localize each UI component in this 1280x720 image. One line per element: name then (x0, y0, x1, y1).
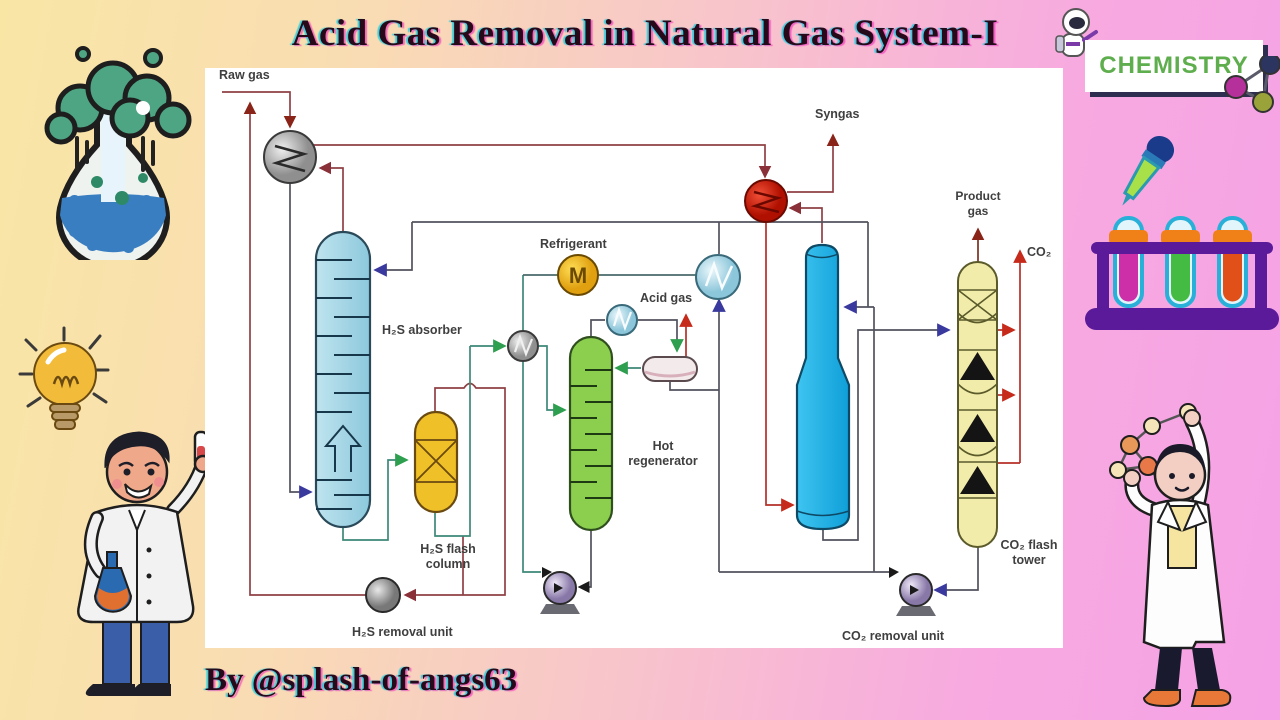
label-acid-gas: Acid gas (640, 291, 693, 305)
packing-triangle-2 (960, 414, 995, 442)
flask-illustration (44, 46, 192, 260)
h2s-pump-line (522, 361, 541, 573)
co2-absorber-column (795, 243, 851, 531)
refrigerant-motor: M (557, 254, 599, 296)
tower-bottoms-line (933, 547, 979, 597)
label-h2s-absorber: H₂S absorber (382, 323, 462, 337)
molecule-icon (1224, 56, 1280, 113)
regenerator-bottoms-line (577, 530, 592, 593)
feed-gas-exchanger (263, 130, 317, 184)
label-product-gas: Product gas (955, 189, 1001, 218)
pump1-arrowhead (542, 567, 552, 578)
label-raw-gas: Raw gas (219, 68, 270, 82)
h2s-removal-sphere (365, 577, 401, 613)
absorber-bottoms-line (342, 453, 409, 541)
test-tubes-illustration (1085, 135, 1279, 330)
credit-text: By @splash-of-angs63 (205, 662, 518, 698)
lean-solvent-cooler (695, 254, 741, 300)
co2-flash-tower-vessel (957, 261, 998, 548)
lightbulb-illustration (18, 326, 110, 430)
regenerator-pump (540, 571, 580, 614)
syngas-heater (744, 179, 788, 223)
label-co2-flash-tower: CO₂ flash tower (1000, 538, 1058, 567)
hot-regenerator-column (568, 335, 614, 532)
flow-lines (222, 91, 1027, 602)
lean-to-absorber-line (373, 222, 413, 277)
co2-removal-pump (896, 573, 936, 616)
pump2-arrowhead (889, 567, 899, 578)
scientist-molecule-illustration (1109, 403, 1232, 708)
motor-symbol: M (569, 263, 587, 288)
label-refrigerant: Refrigerant (540, 237, 607, 251)
flow-diagram: M (222, 91, 1027, 616)
regenerator-overhead-line (590, 319, 605, 337)
label-co2: CO₂ (1027, 245, 1052, 259)
h2s-absorber-column (314, 230, 372, 529)
flash-bottoms-line (434, 346, 471, 537)
heater-return-line (765, 222, 795, 512)
cross-exchanger (507, 330, 539, 362)
label-h2s-flash-column: H₂S flash column (420, 542, 476, 571)
blue-column-overhead-line (788, 201, 823, 243)
label-co2-removal-unit: CO₂ removal unit (842, 629, 945, 643)
recycle-line (243, 101, 366, 596)
overhead-condenser (606, 304, 638, 336)
packing-triangle-1 (960, 352, 995, 380)
exchanger-to-heater-line (311, 144, 772, 179)
label-syngas: Syngas (815, 107, 860, 121)
absorber-overhead-line (318, 161, 344, 232)
page-title: Acid Gas Removal in Natural Gas System-I (291, 13, 999, 54)
label-h2s-removal-unit: H₂S removal unit (352, 625, 453, 639)
scientist-boy-illustration (77, 430, 213, 696)
label-hot-regenerator: Hot regenerator (628, 439, 698, 468)
drum-bottoms-line (669, 381, 719, 391)
cross-exchanger-out (539, 345, 567, 417)
reflux-drum-shade (644, 370, 696, 378)
condenser-to-drum-line (638, 319, 684, 353)
astronaut-icon (1055, 8, 1098, 57)
feed-to-absorber-line (289, 183, 313, 499)
syngas-line (787, 133, 840, 193)
rich-to-flash-tower-line (822, 323, 951, 541)
chemistry-badge-label: CHEMISTRY (1099, 52, 1249, 79)
chemistry-badge: CHEMISTRY (1085, 40, 1263, 92)
packing-triangle-3 (960, 466, 995, 494)
absorber-flow-arrow (323, 424, 363, 472)
raw-gas-line (222, 91, 297, 129)
h2s-flash-column-vessel (413, 410, 459, 514)
flow-diagram-panel: M Raw gas Syngas Refrigerant Acid gas H₂… (205, 68, 1063, 648)
